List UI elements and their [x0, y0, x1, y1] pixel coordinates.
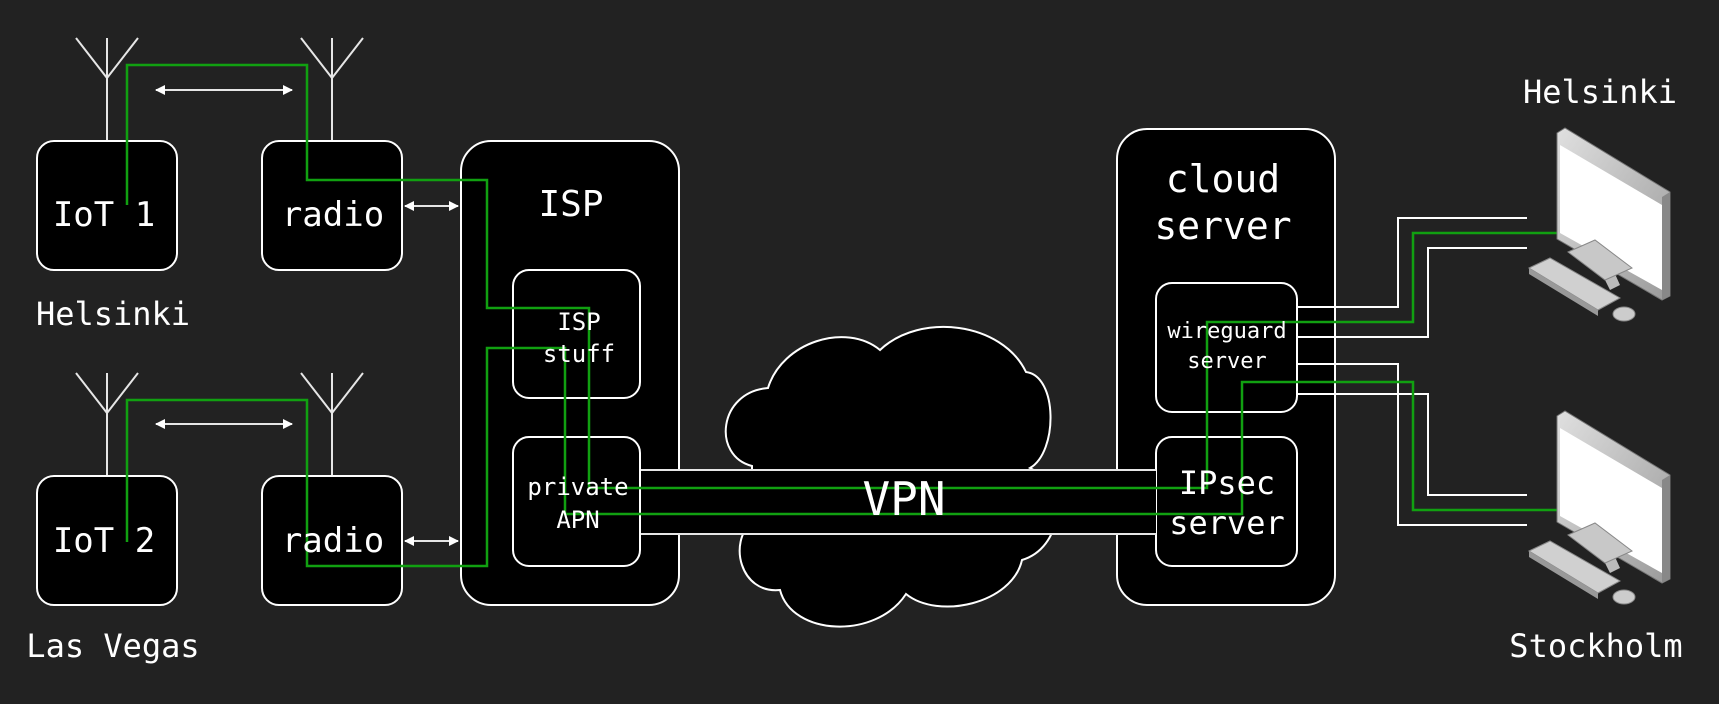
private-apn-line2: APN	[556, 506, 599, 534]
private-apn-line1: private	[527, 473, 628, 501]
radio-bottom-label: radio	[282, 521, 384, 561]
iot2-label: IoT 2	[53, 521, 155, 561]
isp-stuff-box	[512, 269, 641, 399]
isp-stuff-line1: ISP	[557, 308, 600, 336]
keyboard-icon	[1527, 257, 1622, 316]
wireguard-server-box	[1155, 282, 1298, 413]
location-iot2: Las Vegas	[26, 627, 199, 665]
cloud-server-line1: cloud	[1166, 157, 1280, 201]
location-pc2: Stockholm	[1509, 627, 1682, 665]
antenna-icon	[300, 372, 364, 475]
antenna-icon	[75, 372, 139, 475]
mouse-icon	[1612, 306, 1636, 322]
iot1-box	[36, 140, 178, 271]
tunnel-to-stockholm-pc	[1297, 363, 1527, 526]
mouse-icon	[1612, 589, 1636, 605]
isp-label: ISP	[538, 184, 603, 225]
vpn-tunnel	[641, 469, 1156, 535]
antenna-icon	[75, 37, 139, 140]
ipsec-line1: IPsec	[1179, 464, 1275, 502]
radio-top-box	[261, 140, 403, 271]
private-apn-box	[512, 436, 641, 567]
route-iot2	[125, 346, 1603, 568]
computer-monitor-icon	[1556, 127, 1671, 301]
wireguard-line1: wireguard	[1167, 319, 1286, 344]
ipsec-line2: server	[1169, 504, 1285, 542]
iot2-box	[36, 475, 178, 606]
antenna-icon	[300, 37, 364, 140]
radio-bottom-box	[261, 475, 403, 606]
keyboard-icon	[1527, 540, 1622, 599]
cloud-server-line2: server	[1154, 204, 1291, 248]
radio-top-label: radio	[282, 195, 384, 235]
isp-stuff-line2: stuff	[543, 340, 615, 368]
location-iot1: Helsinki	[36, 295, 190, 333]
tunnel-to-helsinki-pc	[1297, 217, 1527, 338]
route-iot1	[125, 63, 1623, 490]
computer-monitor-icon	[1556, 410, 1671, 584]
iot1-label: IoT 1	[53, 195, 155, 235]
wireguard-line2: server	[1187, 349, 1266, 374]
vpn-label: VPN	[862, 472, 945, 526]
location-pc1: Helsinki	[1523, 73, 1677, 111]
